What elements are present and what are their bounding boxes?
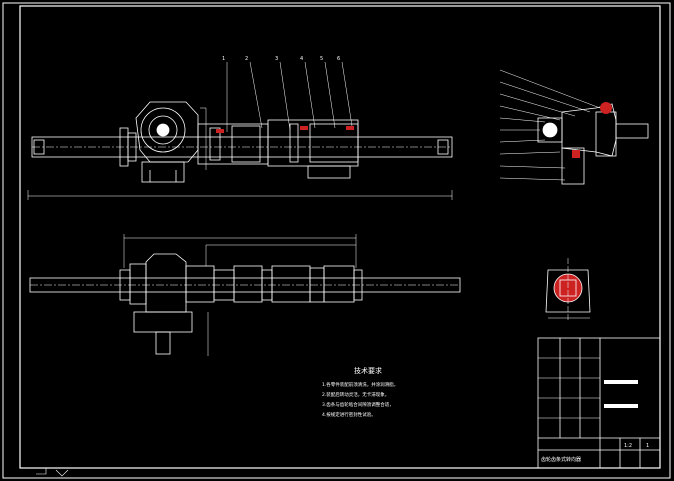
front-view-dim-marks: [216, 126, 354, 133]
cross-section-view: [545, 258, 591, 322]
balloon-6: 6: [337, 56, 340, 62]
front-view: [27, 61, 453, 200]
title-block-sheet: 1: [646, 443, 649, 449]
balloon-labels: 1 2 3 4 5 6: [222, 56, 340, 62]
title-block-title: 齿轮齿条式转向器: [541, 456, 581, 463]
balloon-5: 5: [320, 56, 323, 62]
tech-requirement-line-2: 2.装配后转动灵活，无卡滞现象，: [322, 391, 389, 398]
tech-requirements-title: 技术要求: [354, 366, 382, 375]
tech-requirement-line-1: 1.各零件装配前须清洗，并涂润滑脂，: [322, 381, 398, 388]
origin-marker-icon: [36, 468, 69, 477]
balloon-2: 2: [245, 56, 248, 62]
tech-requirements: 技术要求 1.各零件装配前须清洗，并涂润滑脂， 2.装配后转动灵活，无卡滞现象，…: [322, 366, 398, 418]
title-block: [537, 337, 661, 469]
title-block-text: 齿轮齿条式转向器 1:2 1: [541, 443, 649, 463]
balloon-4: 4: [300, 56, 303, 62]
tech-requirement-line-3: 3.齿条与齿轮啮合间隙须调整合适，: [322, 401, 394, 408]
balloon-3: 3: [275, 56, 278, 62]
tech-requirement-line-4: 4.按规定进行密封性试验。: [322, 411, 376, 418]
title-block-scale: 1:2: [624, 443, 632, 449]
top-view: [29, 234, 461, 356]
balloon-1: 1: [222, 56, 225, 62]
side-section-view: [499, 69, 649, 185]
